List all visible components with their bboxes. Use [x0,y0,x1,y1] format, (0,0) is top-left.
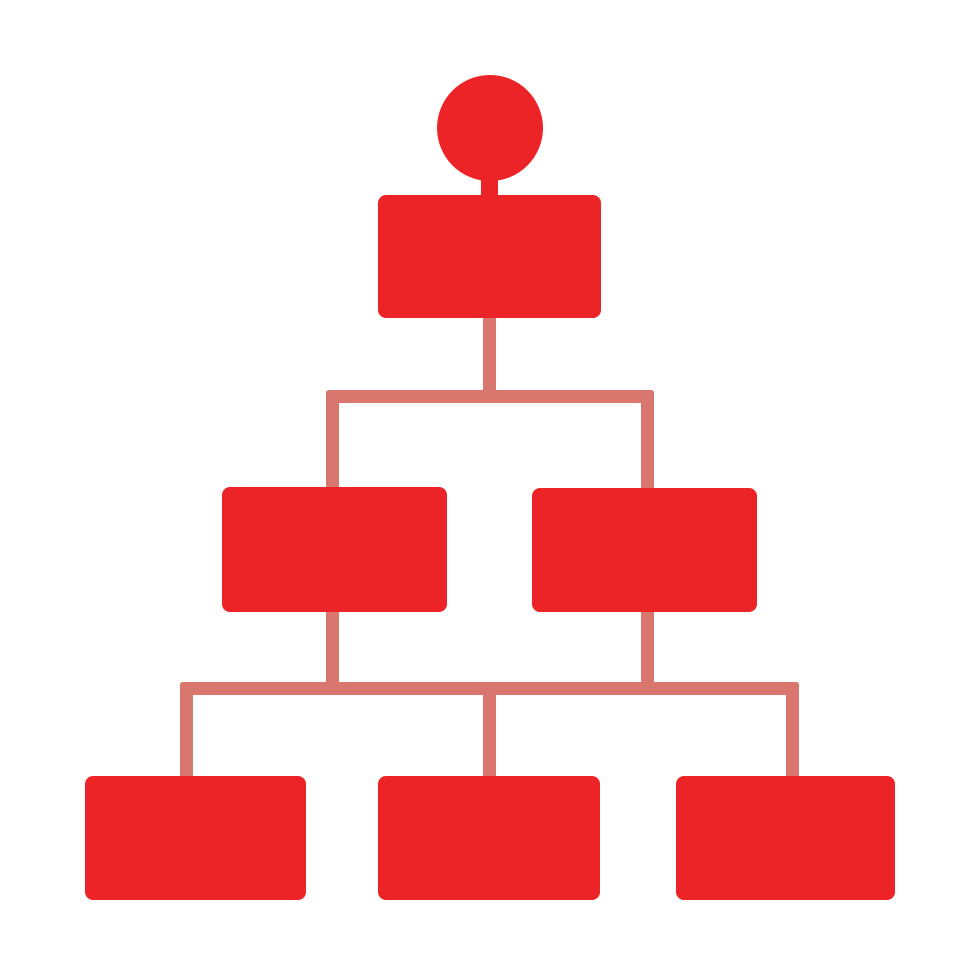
box-bottom-center [378,776,600,900]
connector-mid-right-stem [641,610,654,690]
connector-top-stem [483,316,496,396]
box-mid-left [222,487,447,612]
connector-mid-left-stem [326,610,339,690]
connector-bottom-left-drop [180,682,193,782]
connector-bottom-right-drop [786,682,799,782]
box-bottom-right [676,776,895,900]
head-circle [437,75,543,181]
connector-level2-bar [326,390,654,403]
connector-lines [180,316,799,782]
org-nodes [85,75,895,900]
connector-mid-left-drop [326,390,339,490]
box-mid-right [532,488,757,612]
box-bottom-left [85,776,306,900]
box-top [378,195,601,318]
connector-bottom-center-drop [483,682,496,782]
connector-mid-right-drop [641,390,654,490]
